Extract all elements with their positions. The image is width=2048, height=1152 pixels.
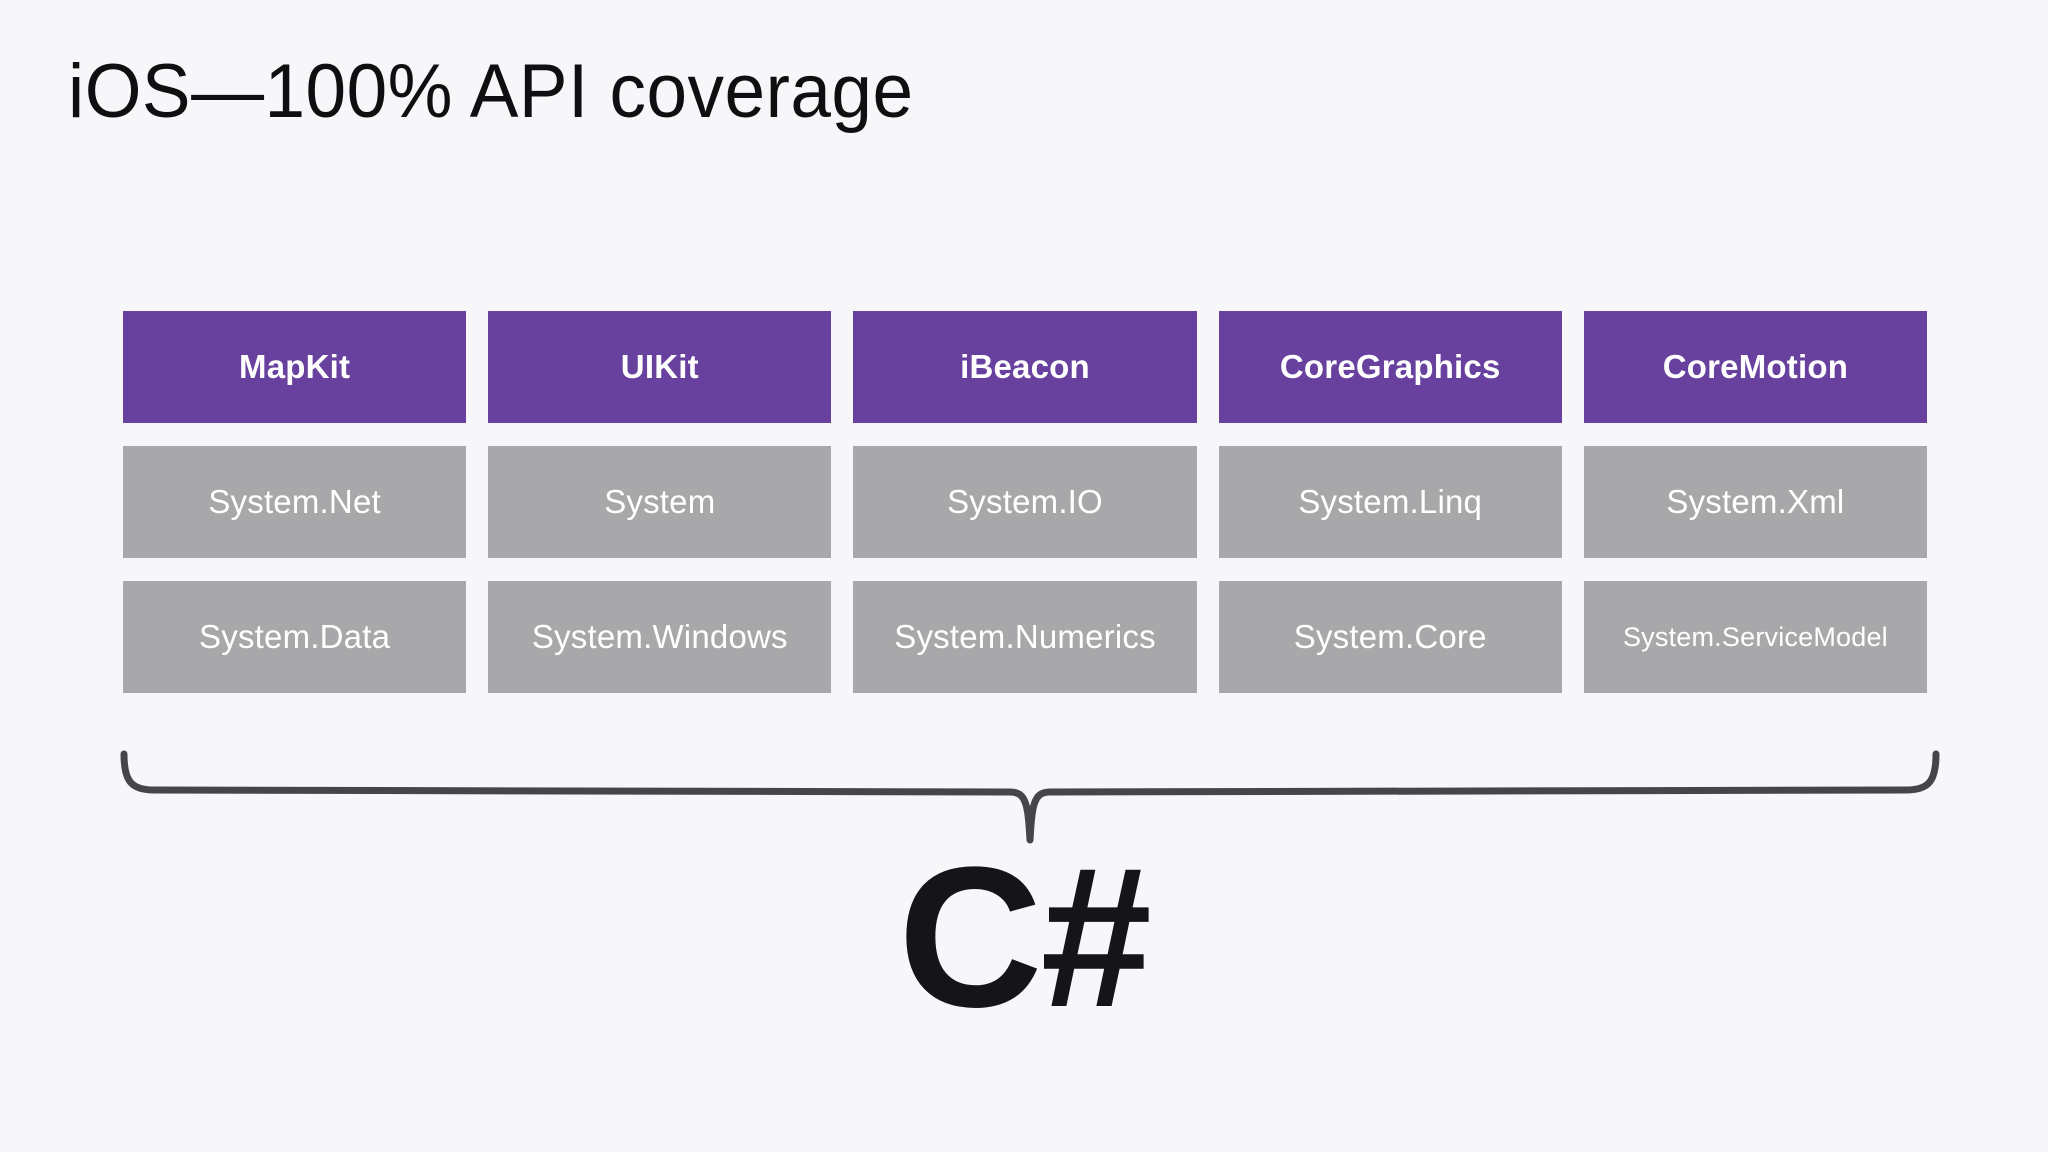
api-box-mapkit[interactable]: MapKit bbox=[123, 311, 467, 423]
namespace-box-label: System.Xml bbox=[1666, 483, 1845, 520]
api-box-coregraphics[interactable]: CoreGraphics bbox=[1218, 311, 1562, 423]
namespace-row: System.Data System.Windows System.Numeri… bbox=[123, 581, 1928, 693]
api-box-uikit[interactable]: UIKit bbox=[488, 311, 832, 423]
api-box-label: CoreGraphics bbox=[1279, 348, 1501, 385]
api-box-label: UIKit bbox=[620, 348, 699, 385]
api-row: MapKit UIKit iBeacon CoreGraphics CoreMo… bbox=[123, 311, 1928, 423]
api-box-label: CoreMotion bbox=[1662, 348, 1849, 385]
api-box-ibeacon[interactable]: iBeacon bbox=[853, 311, 1197, 423]
namespace-box-system-data[interactable]: System.Data bbox=[123, 581, 467, 693]
namespace-box-system-io[interactable]: System.IO bbox=[853, 446, 1197, 558]
csharp-wordmark: C# bbox=[898, 826, 1152, 1049]
namespace-box-label: System.ServiceModel bbox=[1622, 621, 1888, 652]
namespace-box-label: System.Core bbox=[1293, 618, 1487, 655]
namespace-box-label: System.Numerics bbox=[894, 618, 1156, 655]
namespace-box-system-windows[interactable]: System.Windows bbox=[488, 581, 832, 693]
namespace-box-system-numerics[interactable]: System.Numerics bbox=[853, 581, 1197, 693]
api-box-coremotion[interactable]: CoreMotion bbox=[1583, 311, 1928, 423]
namespace-box-system-core[interactable]: System.Core bbox=[1218, 581, 1562, 693]
api-box-label: MapKit bbox=[239, 348, 351, 385]
namespace-box-system-servicemodel[interactable]: System.ServiceModel bbox=[1583, 581, 1928, 693]
api-coverage-grid: MapKit UIKit iBeacon CoreGraphics CoreMo… bbox=[123, 311, 1928, 693]
namespace-box-system-xml[interactable]: System.Xml bbox=[1583, 446, 1928, 558]
namespace-box-label: System bbox=[604, 483, 716, 520]
namespace-box-label: System.IO bbox=[947, 483, 1103, 520]
namespace-row: System.Net System System.IO System.Linq … bbox=[123, 446, 1928, 558]
namespace-box-label: System.Net bbox=[208, 483, 381, 520]
namespace-box-label: System.Windows bbox=[531, 618, 788, 655]
page-title: iOS—100% API coverage bbox=[68, 49, 914, 134]
namespace-box-label: System.Linq bbox=[1298, 483, 1483, 520]
namespace-box-label: System.Data bbox=[199, 618, 391, 655]
api-box-label: iBeacon bbox=[960, 348, 1090, 385]
namespace-box-system-net[interactable]: System.Net bbox=[123, 446, 467, 558]
curly-brace-down-icon bbox=[110, 742, 1950, 852]
namespace-box-system[interactable]: System bbox=[488, 446, 832, 558]
namespace-box-system-linq[interactable]: System.Linq bbox=[1218, 446, 1562, 558]
